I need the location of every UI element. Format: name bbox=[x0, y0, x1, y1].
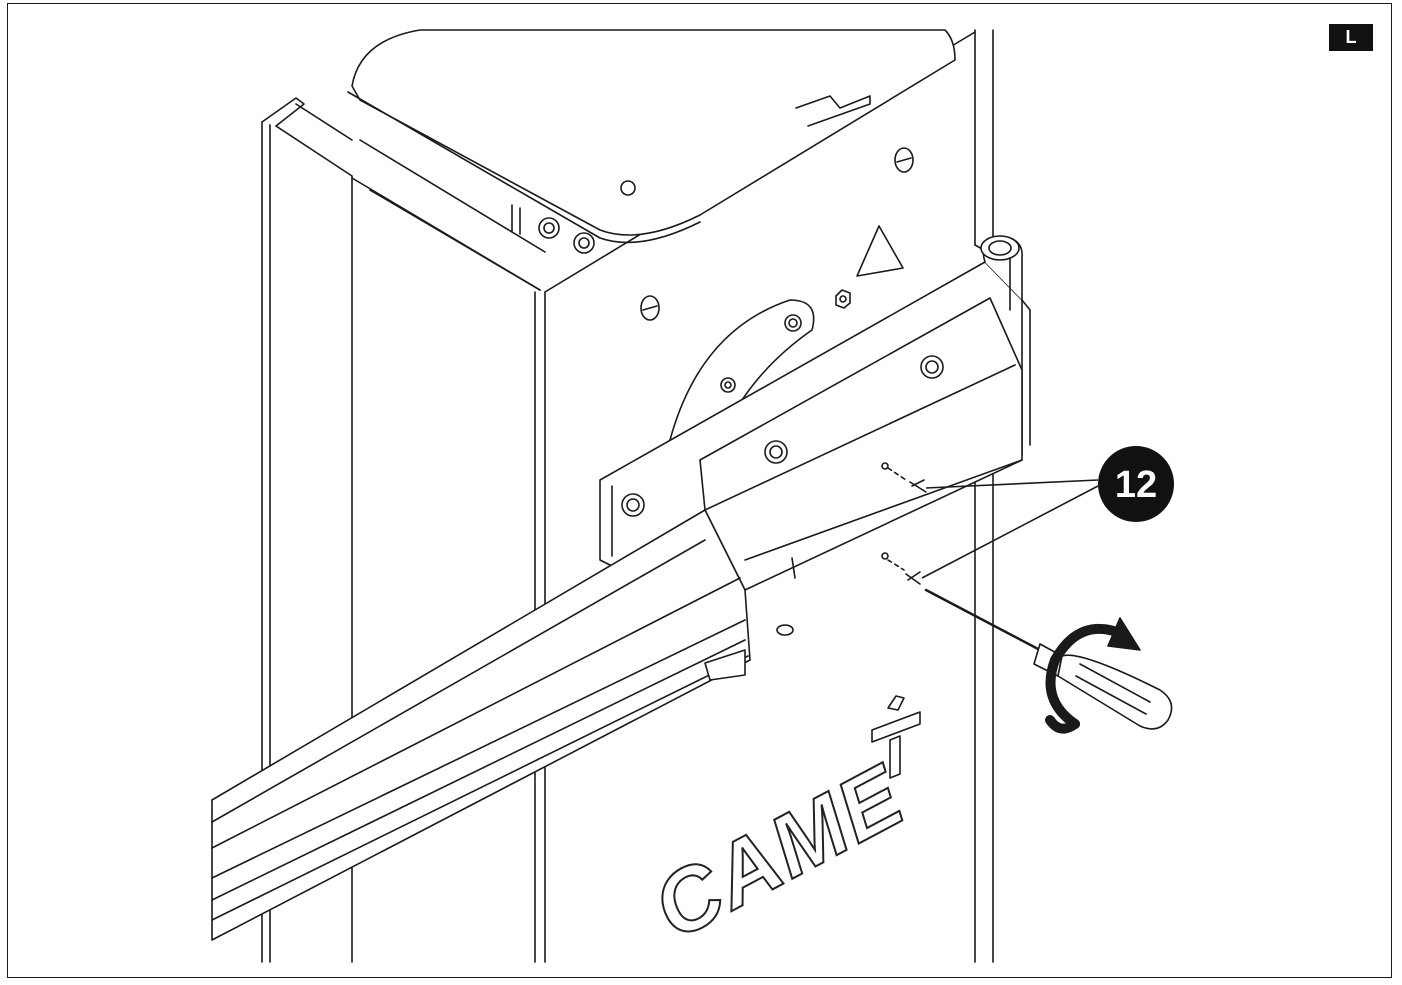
warning-triangle-icon bbox=[856, 225, 904, 277]
control-unit-housing bbox=[347, 29, 956, 291]
diagram-frame bbox=[7, 3, 1392, 978]
screws bbox=[887, 467, 927, 585]
arm-bracket bbox=[621, 297, 1023, 591]
page-marker-badge: L bbox=[1329, 24, 1373, 51]
screwdriver-icon bbox=[924, 588, 1173, 730]
panel-screws bbox=[640, 147, 914, 321]
boom-arm bbox=[211, 509, 794, 941]
callout-number: 12 bbox=[1115, 464, 1157, 506]
callout-badge-12: 12 bbox=[1098, 446, 1174, 522]
brand-symbol bbox=[871, 695, 921, 779]
rotation-arrow-icon bbox=[1045, 617, 1141, 734]
brand-logo-text: CAME bbox=[638, 745, 921, 958]
callout-leaders bbox=[921, 479, 1099, 579]
